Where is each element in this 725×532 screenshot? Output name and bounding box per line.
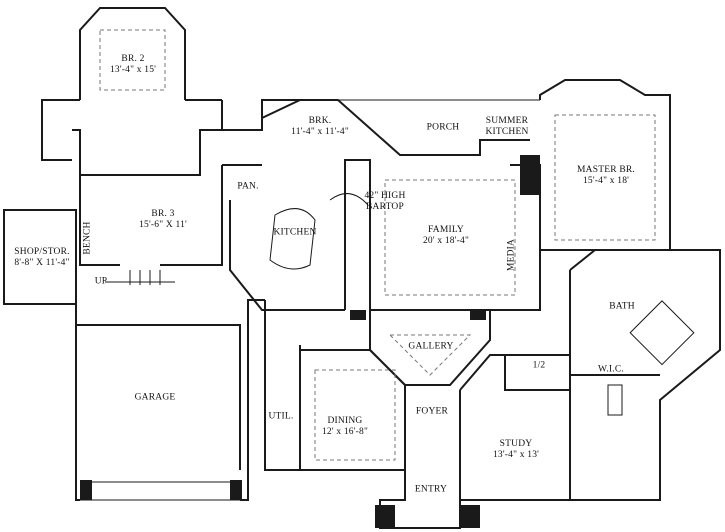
- dining-label: DINING 12' x 16'-8": [322, 416, 368, 438]
- media-name: MEDIA: [506, 238, 517, 272]
- brk-wall: [261, 99, 410, 156]
- foyer-name: FOYER: [415, 406, 449, 417]
- br2-wall: [41, 99, 80, 161]
- shop-dim: 8'-8" X 11'-4": [14, 258, 70, 268]
- study-label: STUDY 13'-4" x 13': [493, 439, 539, 461]
- pan-name: PAN.: [237, 181, 259, 192]
- family-label: FAMILY 20' x 18'-4": [423, 225, 469, 247]
- br2-dim: 13'-4" x 15': [109, 65, 157, 75]
- entry-name: ENTRY: [414, 484, 448, 495]
- shop-wall: [3, 209, 77, 305]
- wall-block: [375, 505, 395, 528]
- family-name: FAMILY: [428, 225, 464, 235]
- half-bath-name: 1/2: [532, 360, 546, 371]
- porch-wall: [410, 139, 530, 156]
- pan-label: PAN.: [237, 182, 258, 193]
- wall-block: [80, 480, 92, 500]
- shop-name: SHOP/STOR.: [14, 247, 70, 257]
- gallery-ceiling: [388, 334, 472, 376]
- study-wall: [459, 354, 570, 391]
- family-wall: [344, 159, 371, 310]
- bath-tub: [629, 300, 695, 366]
- family-ceiling: [384, 179, 516, 296]
- wic-label: W.I.C.: [598, 365, 624, 376]
- brk-name: BRK.: [308, 116, 332, 126]
- br3-wall: [160, 165, 223, 266]
- wic-name: W.I.C.: [598, 364, 624, 375]
- study-name: STUDY: [499, 439, 533, 449]
- dining-name: DINING: [327, 416, 363, 426]
- up-name: UP: [94, 276, 108, 287]
- wall-block: [470, 310, 486, 320]
- bartop-label: 42" HIGH BARTOP: [364, 191, 405, 213]
- br3-dim: 15'-6" X 11': [139, 220, 187, 230]
- util-name: UTIL.: [268, 411, 294, 422]
- up-label: UP: [95, 277, 108, 288]
- kitchen-name: KITCHEN: [273, 227, 317, 238]
- bath-wall: [569, 249, 670, 271]
- kitchen-label: KITCHEN: [273, 228, 316, 239]
- gallery-label: GALLERY: [408, 342, 453, 353]
- kitchen-island: [269, 208, 316, 270]
- bartop-line1: 42" HIGH: [364, 191, 406, 201]
- br2-name: BR. 2: [121, 54, 145, 64]
- kitchen-wall: [229, 200, 345, 311]
- dining-dim: 12' x 16'-8": [321, 427, 369, 437]
- summer-kitchen-line1: SUMMER: [485, 116, 529, 126]
- master-wall: [539, 79, 671, 250]
- util-label: UTIL.: [268, 412, 293, 423]
- wall-block: [230, 480, 242, 500]
- shop-label: SHOP/STOR. 8'-8" X 11'-4": [14, 247, 69, 269]
- garage-wall: [75, 304, 241, 470]
- master-name: MASTER BR.: [577, 165, 635, 175]
- garage-name: GARAGE: [134, 392, 176, 403]
- summer-kitchen-label: SUMMER KITCHEN: [485, 116, 528, 138]
- media-label: MEDIA: [507, 239, 518, 271]
- master-dim: 15'-4" x 18': [582, 176, 630, 186]
- gallery-wall: [369, 310, 491, 386]
- master-label: MASTER BR. 15'-4" x 18': [577, 165, 635, 187]
- bath-label: BATH: [609, 302, 635, 313]
- bartop: [329, 193, 369, 206]
- wall-block: [460, 505, 480, 528]
- foyer-label: FOYER: [416, 407, 448, 418]
- br2-label: BR. 2 13'-4" x 15': [110, 54, 156, 76]
- brk-dim: 11'-4" x 11'-4": [291, 127, 349, 137]
- garage-label: GARAGE: [135, 393, 176, 404]
- br3-label: BR. 3 15'-6" X 11': [139, 209, 187, 231]
- brk-wall: [222, 99, 312, 131]
- porch-name: PORCH: [426, 122, 460, 133]
- study-dim: 13'-4" x 13': [492, 450, 540, 460]
- wall-block: [520, 155, 540, 195]
- garage-wall: [75, 304, 80, 501]
- entry-label: ENTRY: [415, 485, 447, 496]
- half-bath-label: 1/2: [533, 361, 546, 372]
- bath2-wall: [72, 129, 222, 176]
- wic-shelf: [607, 384, 623, 416]
- br2-wall: [79, 7, 186, 100]
- master-ceiling: [554, 114, 656, 241]
- util-wall: [264, 300, 300, 471]
- br2-ceiling: [99, 29, 166, 91]
- bench-label: BENCH: [83, 221, 94, 254]
- garage-wall: [240, 299, 265, 501]
- summer-kitchen-line2: KITCHEN: [485, 127, 529, 137]
- bench-name: BENCH: [82, 221, 93, 255]
- br3-wall: [79, 212, 120, 266]
- bartop-line2: BARTOP: [366, 202, 404, 212]
- bath-name: BATH: [609, 301, 635, 312]
- family-dim: 20' x 18'-4": [422, 236, 470, 246]
- brk-label: BRK. 11'-4" x 11'-4": [291, 116, 349, 138]
- porch-label: PORCH: [427, 123, 460, 134]
- gallery-name: GALLERY: [408, 341, 454, 352]
- br3-name: BR. 3: [151, 209, 175, 219]
- dining-ceiling: [314, 369, 396, 461]
- wall-block: [350, 310, 366, 320]
- halfbath-wall: [504, 355, 570, 391]
- dining-wall: [299, 345, 406, 471]
